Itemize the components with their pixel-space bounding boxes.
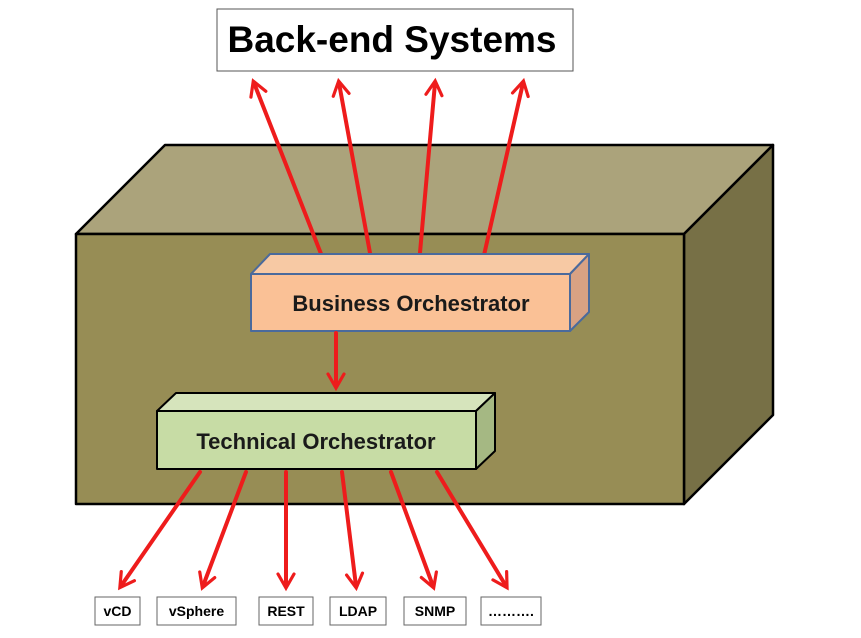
arrow-up-4 — [480, 77, 530, 266]
technical-top-face — [156, 392, 496, 412]
technical-orchestrator-box: Technical Orchestrator — [156, 392, 496, 470]
business-top-face — [250, 253, 590, 275]
arrow-down-snmp — [389, 470, 438, 591]
endpoint-snmp: SNMP — [403, 596, 467, 626]
endpoint-rest: REST — [258, 596, 314, 626]
arrow-down-vcd — [118, 470, 202, 591]
endpoint-label: vCD — [103, 603, 131, 619]
business-orchestrator-box: Business Orchestrator — [250, 253, 590, 332]
arrow-down-more — [435, 470, 509, 591]
arrow-down-ldap — [340, 470, 365, 592]
title-box: Back-end Systems — [216, 8, 574, 72]
arrow-down-vsphere — [198, 470, 248, 591]
arrow-up-3 — [417, 77, 444, 266]
endpoint-boxes: vCD vSphere REST LDAP SNMP ………. — [94, 596, 542, 626]
downstream-arrows — [118, 470, 509, 592]
title-box-frame — [216, 8, 574, 72]
endpoint-vsphere: vSphere — [156, 596, 237, 626]
endpoint-vcd: vCD — [94, 596, 141, 626]
business-front-face — [250, 273, 571, 332]
arrow-up-1 — [249, 78, 327, 266]
endpoint-label: REST — [267, 603, 305, 619]
endpoint-label: SNMP — [415, 603, 455, 619]
arrow-up-2 — [331, 77, 374, 266]
endpoint-ldap: LDAP — [329, 596, 387, 626]
technical-orchestrator-label: Technical Orchestrator — [196, 429, 436, 454]
endpoint-label: LDAP — [339, 603, 377, 619]
endpoint-more: ………. — [480, 596, 542, 626]
technical-front-face — [156, 410, 477, 470]
endpoint-label: ………. — [488, 603, 534, 619]
upstream-arrows — [249, 77, 530, 266]
title-text: Back-end Systems — [227, 19, 556, 60]
business-orchestrator-label: Business Orchestrator — [292, 291, 530, 316]
endpoint-label: vSphere — [169, 603, 224, 619]
